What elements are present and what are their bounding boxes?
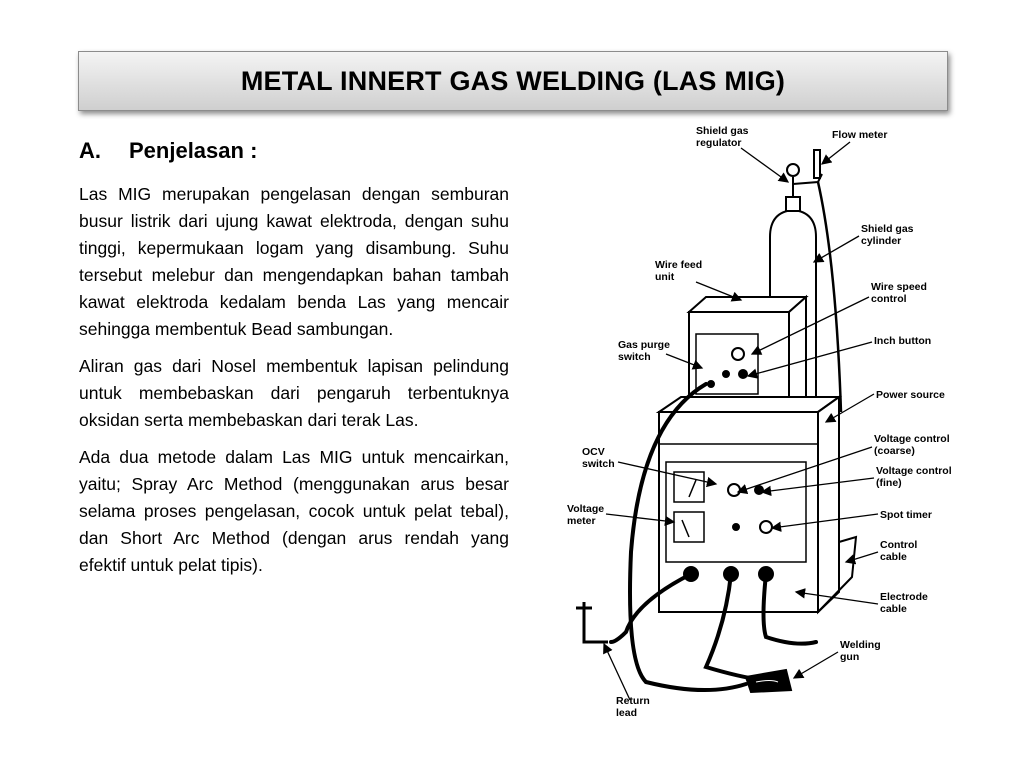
label-voltage-control-fine: Voltage control (876, 465, 952, 477)
slide-title: METAL INNERT GAS WELDING (LAS MIG) (240, 65, 786, 96)
svg-text:gun: gun (840, 651, 859, 663)
power-source (655, 395, 858, 615)
svg-text:(fine): (fine) (876, 477, 902, 489)
svg-text:unit: unit (655, 271, 675, 283)
label-shield-gas-cylinder: Shield gas (861, 223, 914, 235)
label-ocv-switch: OCV (582, 446, 605, 458)
svg-text:(coarse): (coarse) (874, 445, 915, 457)
label-control-cable: Control (880, 539, 917, 551)
mig-welder-diagram: Shield gas regulator Flow meter Shield g… (567, 125, 952, 719)
svg-text:cable: cable (880, 551, 907, 563)
label-voltage-meter: Voltage (567, 503, 604, 515)
label-flow-meter: Flow meter (832, 129, 887, 141)
return-clamp (576, 602, 608, 644)
label-gas-purge-switch: Gas purge (618, 339, 670, 351)
label-wire-speed-control: Wire speed (871, 281, 927, 293)
label-power-source: Power source (876, 389, 945, 401)
section-heading-text: Penjelasan : (129, 138, 258, 163)
label-inch-button: Inch button (874, 335, 931, 347)
label-spot-timer: Spot timer (880, 509, 932, 521)
section-heading: A. Penjelasan : (79, 138, 257, 164)
svg-text:switch: switch (582, 458, 615, 470)
diagram-labels: Shield gas regulator Flow meter Shield g… (567, 125, 952, 719)
label-wire-feed-unit: Wire feed (655, 259, 702, 271)
label-electrode-cable: Electrode (880, 591, 928, 603)
svg-text:regulator: regulator (696, 137, 742, 149)
svg-text:lead: lead (616, 707, 637, 719)
label-voltage-control-coarse: Voltage control (874, 433, 950, 445)
svg-text:meter: meter (567, 515, 596, 527)
welding-gun (744, 668, 793, 694)
label-shield-gas-regulator: Shield gas (696, 125, 749, 137)
paragraph: Las MIG merupakan pengelasan dengan semb… (79, 184, 509, 339)
paragraph: Ada dua metode dalam Las MIG untuk menca… (79, 447, 509, 575)
paragraph: Aliran gas dari Nosel membentuk lapisan … (79, 356, 509, 430)
section-number: A. (79, 138, 101, 163)
label-return-lead: Return (616, 695, 650, 707)
label-welding-gun: Welding (840, 639, 881, 651)
leader-lines (603, 141, 879, 701)
svg-text:cable: cable (880, 603, 907, 615)
svg-text:cylinder: cylinder (861, 235, 901, 247)
gas-hose (816, 181, 843, 413)
body-text: Las MIG merupakan pengelasan dengan semb… (79, 181, 509, 589)
svg-text:switch: switch (618, 351, 651, 363)
svg-text:control: control (871, 293, 907, 305)
title-box: METAL INNERT GAS WELDING (LAS MIG) (78, 51, 948, 111)
